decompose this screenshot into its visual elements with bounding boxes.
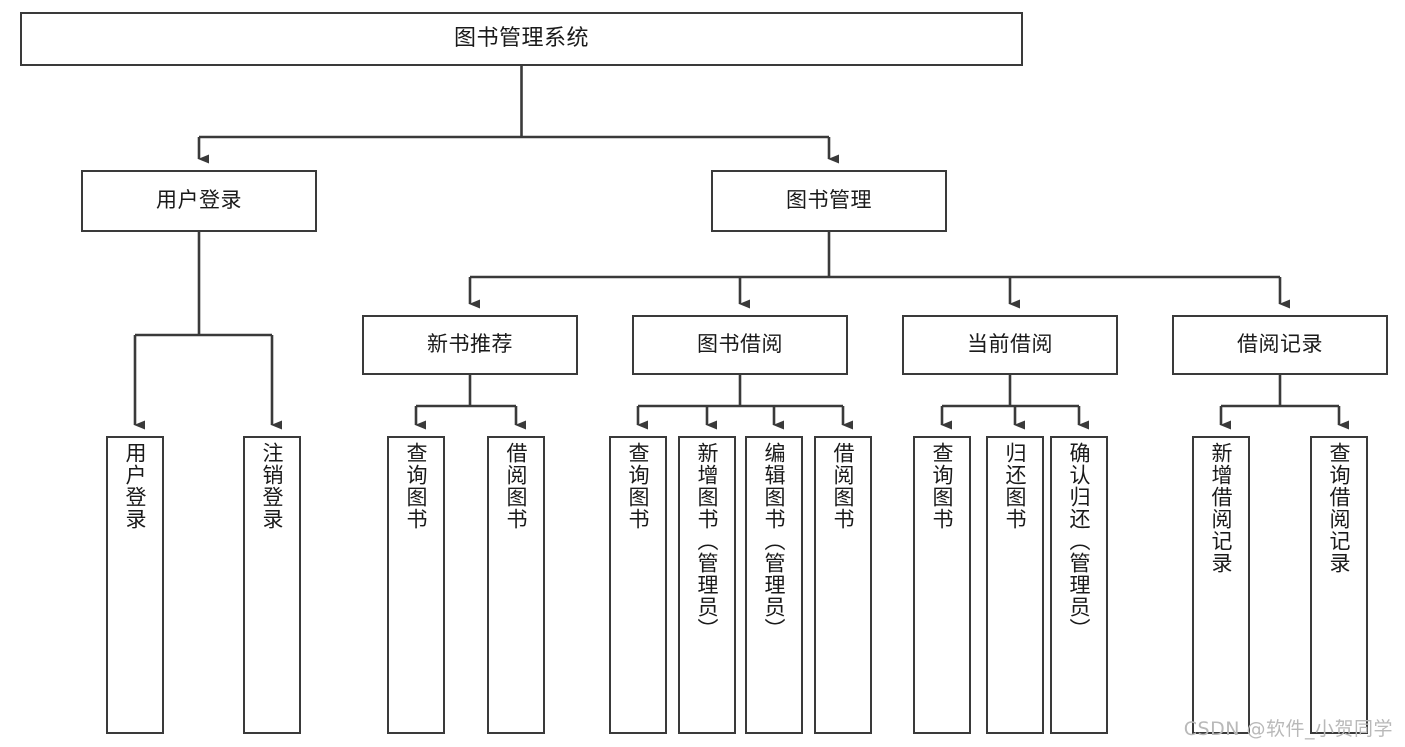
node-leaf-edit-book[interactable]: 编辑图书（管理员） [745,436,803,734]
node-leaf-confirm-return[interactable]: 确认归还（管理员） [1050,436,1108,734]
node-leaf-add-book[interactable]: 新增图书（管理员） [678,436,736,734]
node-leaf-return-book[interactable]: 归还图书 [986,436,1044,734]
node-label: 图书借阅 [697,332,783,357]
node-label: 借阅图书 [504,442,529,530]
node-label: 新书推荐 [427,332,513,357]
node-label: 查询借阅记录 [1327,442,1352,574]
node-label: 用户登录 [156,188,242,213]
node-book-manage[interactable]: 图书管理 [711,170,947,232]
node-label: 新增图书（管理员） [695,442,720,640]
node-leaf-query-record[interactable]: 查询借阅记录 [1310,436,1368,734]
node-new-book-rec[interactable]: 新书推荐 [362,315,578,375]
node-leaf-query-book-1[interactable]: 查询图书 [387,436,445,734]
node-leaf-borrow-book-1[interactable]: 借阅图书 [487,436,545,734]
node-leaf-borrow-book-2[interactable]: 借阅图书 [814,436,872,734]
node-label: 归还图书 [1003,442,1028,530]
node-leaf-query-book-3[interactable]: 查询图书 [913,436,971,734]
node-label: 查询图书 [404,442,429,530]
node-leaf-add-record[interactable]: 新增借阅记录 [1192,436,1250,734]
node-root[interactable]: 图书管理系统 [20,12,1023,66]
node-label: 编辑图书（管理员） [762,442,787,640]
node-label: 查询图书 [626,442,651,530]
node-borrow-record[interactable]: 借阅记录 [1172,315,1388,375]
node-label: 用户登录 [123,442,148,530]
node-label: 新增借阅记录 [1209,442,1234,574]
node-label: 借阅记录 [1237,332,1323,357]
node-label: 图书管理 [786,188,872,213]
node-leaf-logout[interactable]: 注销登录 [243,436,301,734]
node-label: 图书管理系统 [453,25,589,51]
node-label: 当前借阅 [967,332,1053,357]
node-label: 注销登录 [260,442,285,530]
node-leaf-query-book-2[interactable]: 查询图书 [609,436,667,734]
node-label: 借阅图书 [831,442,856,530]
node-user-login[interactable]: 用户登录 [81,170,317,232]
node-book-borrow[interactable]: 图书借阅 [632,315,848,375]
node-current-borrow[interactable]: 当前借阅 [902,315,1118,375]
node-label: 查询图书 [930,442,955,530]
node-label: 确认归还（管理员） [1067,442,1092,640]
node-leaf-user-login[interactable]: 用户登录 [106,436,164,734]
